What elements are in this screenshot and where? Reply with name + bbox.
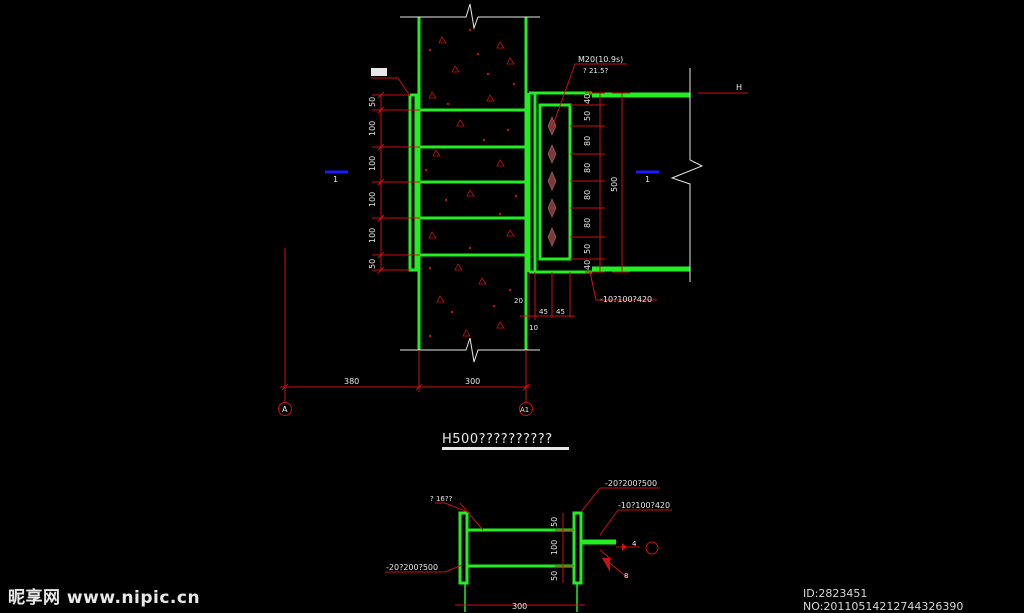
dim-a: 45 — [539, 308, 548, 316]
axis-label-a: A — [282, 405, 288, 414]
lower-left-note: ? 16?? — [430, 495, 453, 503]
watermark-site: 昵享网 www.nipic.cn — [8, 588, 201, 608]
svg-text:1: 1 — [645, 175, 650, 184]
dim-b: 45 — [556, 308, 565, 316]
height-dim: 500 — [610, 177, 619, 192]
bolt-5 — [547, 227, 557, 247]
end-plate — [527, 91, 592, 274]
bolt-note: M20(10.9s) ? 21.5? — [551, 55, 627, 129]
left-dim-1: 50 — [368, 97, 377, 107]
left-dim-5: 100 — [368, 228, 377, 243]
axis-dim-1: 380 — [344, 377, 359, 386]
lower-vdim-2: 100 — [550, 540, 559, 555]
right-dim-5: 80 — [583, 190, 592, 200]
lower-vdim-1: 50 — [550, 517, 559, 527]
lower-left-bottom-note: -20?200?500 — [386, 563, 438, 572]
elevation-mark: H — [698, 83, 748, 94]
axis-labels: 380 300 A A1 — [282, 377, 529, 414]
lower-cut-lines — [464, 584, 578, 612]
plate-note: -10?100?420 — [600, 295, 652, 304]
bolt-spec: M20(10.9s) — [578, 55, 623, 64]
right-dim-labels: 40 50 80 80 80 80 50 40 500 — [583, 94, 619, 270]
right-dim-3: 80 — [583, 136, 592, 146]
left-dim-2: 100 — [368, 121, 377, 136]
left-dim-labels: 50 100 100 100 100 50 — [368, 97, 377, 269]
bottom-dim-labels: 20 45 45 10 -10?100?420 — [514, 295, 652, 332]
right-dim-chain — [570, 92, 630, 273]
right-dim-2: 50 — [583, 111, 592, 121]
left-leader — [371, 68, 411, 97]
axis-label-a1: A1 — [520, 406, 529, 414]
right-dim-8: 40 — [583, 260, 592, 270]
bolt-3 — [547, 171, 557, 191]
left-dim-chain — [372, 91, 420, 274]
dim-c: 10 — [529, 324, 538, 332]
elevation-label: H — [736, 83, 742, 92]
beam-flanges — [592, 92, 690, 272]
lower-plate-note: -10?100?420 — [618, 501, 670, 510]
right-dim-1: 40 — [583, 94, 592, 104]
right-dim-7: 50 — [583, 244, 592, 254]
lower-width-dim: 300 — [512, 602, 527, 611]
bottom-dims — [520, 271, 657, 320]
left-dim-6: 50 — [368, 259, 377, 269]
right-dim-6: 80 — [583, 218, 592, 228]
beam-break — [670, 68, 704, 282]
left-dim-3: 100 — [368, 156, 377, 171]
bolt-hole: ? 21.5? — [583, 67, 609, 75]
lower-top-right-note: -20?200?500 — [605, 479, 657, 488]
drawing-title: H500?????????? — [442, 432, 569, 450]
section-mark-left: 1 — [325, 170, 348, 184]
bolt-group — [547, 116, 557, 247]
axis-dim-2: 300 — [465, 377, 480, 386]
section-mark-right: 1 — [636, 170, 659, 184]
left-dim-4: 100 — [368, 192, 377, 207]
left-embed-plate — [408, 93, 418, 272]
anchor-bars — [419, 108, 526, 257]
weld-size: 4 — [632, 540, 637, 548]
weld-symbols — [602, 543, 627, 572]
bolt-4 — [547, 198, 557, 218]
break-lines — [400, 3, 540, 363]
dim-gap: 20 — [514, 297, 523, 305]
svg-text:1: 1 — [333, 175, 338, 184]
concrete-hatch — [424, 28, 518, 338]
right-dim-4: 80 — [583, 163, 592, 173]
lower-vdim-3: 50 — [550, 571, 559, 581]
watermark-id: ID:2823451 NO:20110514212744326390 — [803, 587, 964, 613]
lower-h-section — [458, 511, 616, 585]
bolt-2 — [547, 144, 557, 164]
weld-size-2: 8 — [624, 572, 628, 580]
lower-labels: ? 16?? -20?200?500 -10?100?420 -20?200?5… — [386, 479, 670, 611]
axis-dims — [278, 248, 533, 416]
